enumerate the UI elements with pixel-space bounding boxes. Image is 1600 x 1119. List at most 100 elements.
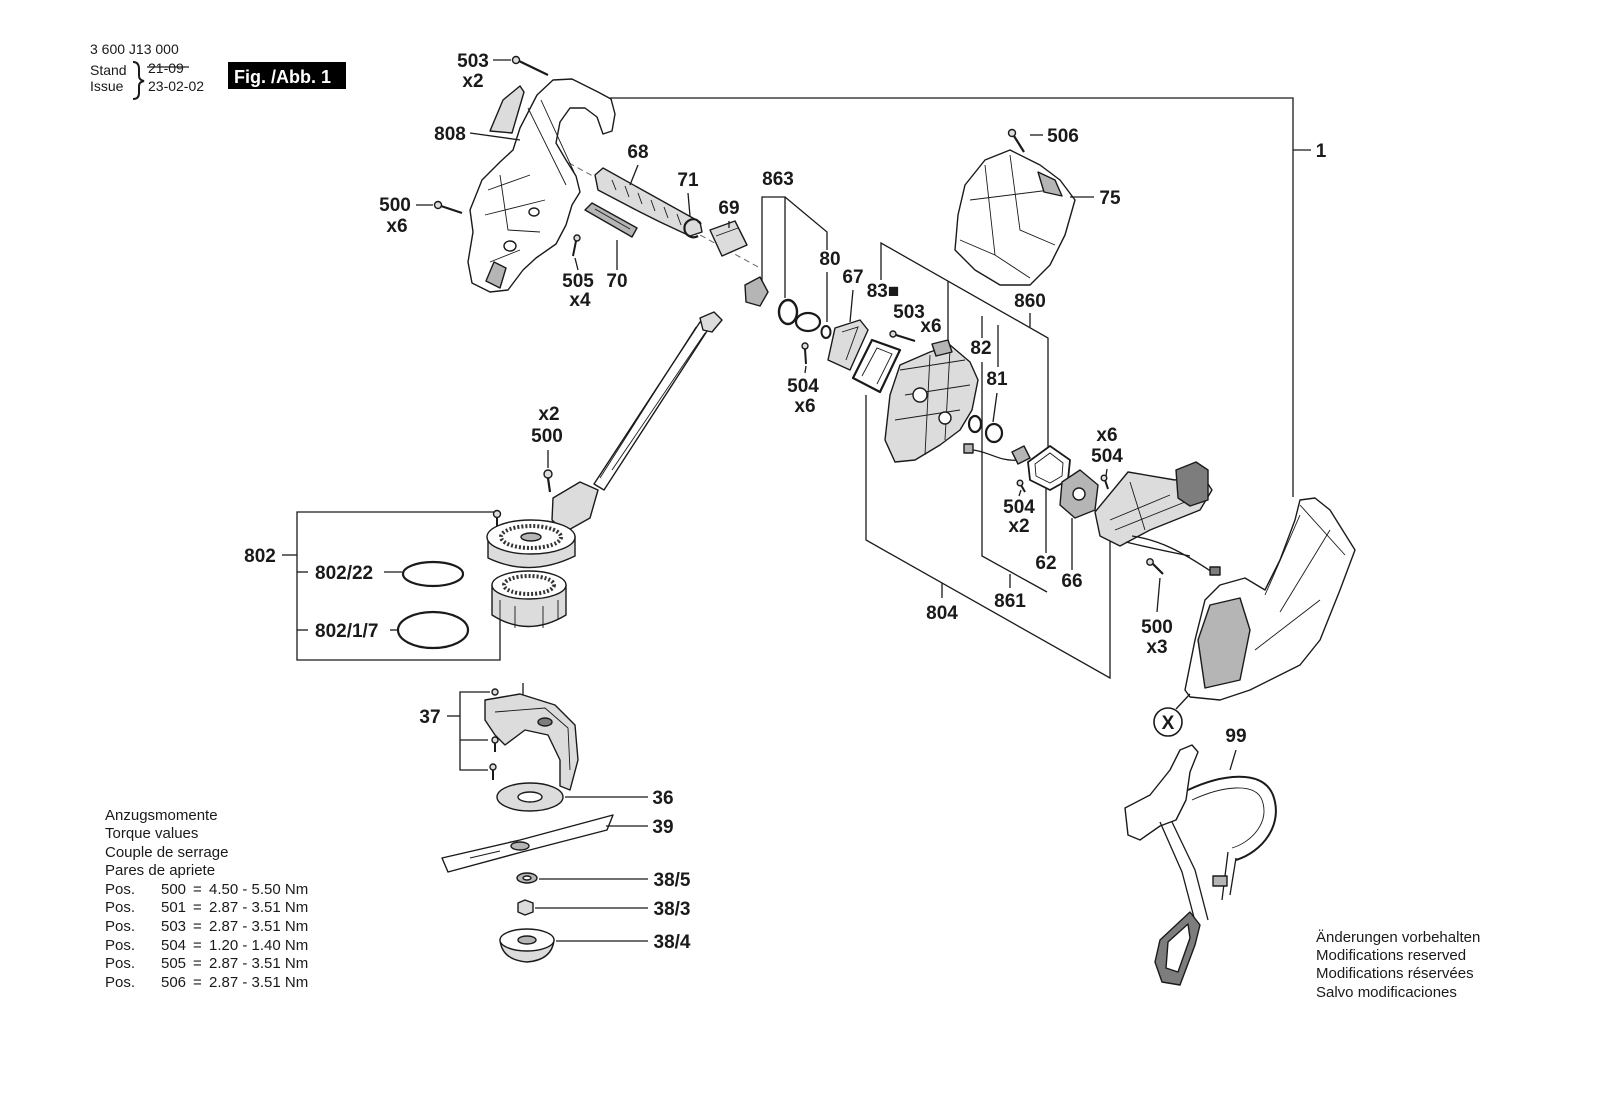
- figure-label-box: [228, 62, 346, 89]
- hip-pad-inner: [1165, 923, 1191, 973]
- lower-housing-half: [1184, 497, 1356, 701]
- motor-head-gear-teeth: [499, 524, 563, 550]
- callout-80: 80: [819, 249, 840, 270]
- document-number: 3 600 J13 000: [90, 41, 179, 57]
- torque-row-equals: =: [193, 918, 202, 935]
- o-ring-802-22: [401, 560, 465, 588]
- harness-loop-inner: [1191, 787, 1265, 849]
- shaft-end-bracket: [699, 311, 723, 333]
- shaft-tube: [593, 321, 710, 491]
- torque-row-pos: Pos.: [105, 899, 135, 916]
- holder-863: [744, 276, 769, 307]
- gear-housing-bore: [938, 411, 952, 425]
- torque-title-fr: Couple de serrage: [105, 844, 228, 861]
- callout-500-left-qty: x6: [386, 216, 407, 237]
- cap-38-4-hub: [517, 935, 537, 945]
- motor-head-lower-teeth: [502, 574, 556, 596]
- screw-shaft: [1104, 479, 1109, 490]
- callout-36: 36: [652, 788, 673, 809]
- gear-housing-bore: [912, 387, 928, 403]
- screw-500-head: [543, 469, 553, 493]
- torque-row-part: 500: [161, 881, 186, 898]
- wire-plug: [1209, 566, 1221, 576]
- callout-37: 37: [419, 707, 440, 728]
- screw-shaft: [1020, 484, 1026, 493]
- bracket-863: [761, 196, 786, 298]
- circuit-board-83-inner: [861, 347, 893, 385]
- stand-date: 21-09: [148, 60, 184, 76]
- leader-504-mid: [1018, 489, 1022, 497]
- curly-brace: [132, 61, 145, 100]
- callout-504-right: 504: [1091, 446, 1123, 467]
- disc-36-hub: [517, 791, 543, 803]
- torque-row-equals: =: [193, 974, 202, 991]
- small-ring-80: [820, 325, 832, 339]
- callout-808: 808: [434, 124, 466, 145]
- leader-99: [1229, 749, 1237, 771]
- torque-row-part: 505: [161, 955, 186, 972]
- callout-802-1-7: 802/1/7: [315, 621, 378, 642]
- housing-shell: [467, 78, 616, 293]
- notice-de: Änderungen vorbehalten: [1316, 929, 1480, 946]
- gear-housing-860: [884, 339, 979, 463]
- bracket-860: [880, 241, 1049, 455]
- housing-ribs: [484, 99, 575, 263]
- gear-housing-ribs: [894, 349, 971, 456]
- switch-block-edge: [715, 227, 739, 237]
- callout-503-mid: 503: [893, 302, 925, 323]
- callout-81: 81: [986, 369, 1008, 390]
- callout-500-left: 500: [379, 195, 411, 216]
- screw-505: [572, 234, 581, 257]
- screw-head: [543, 469, 553, 479]
- group-bracket-lines: [282, 97, 1311, 771]
- torque-row-range: 2.87 - 3.51 Nm: [209, 955, 308, 972]
- figure-label: Fig. /Abb. 1: [234, 67, 331, 87]
- torque-title-en: Torque values: [105, 825, 198, 842]
- ring-81: [984, 422, 1004, 444]
- screw-504-left: [801, 342, 809, 365]
- torque-row-part: 503: [161, 918, 186, 935]
- bracket-1: [610, 97, 1294, 497]
- washer-38-5-hole: [522, 875, 532, 881]
- callout-861: 861: [994, 591, 1026, 612]
- trigger-teeth: [611, 179, 682, 226]
- plate-66-hole: [1072, 487, 1086, 501]
- cover-shell: [954, 149, 1076, 286]
- screw-shaft: [572, 240, 577, 257]
- bracket-67-detail: [841, 326, 859, 361]
- callout-75: 75: [1099, 188, 1121, 209]
- callout-70: 70: [606, 271, 627, 292]
- screw-head: [433, 200, 443, 210]
- housing-grip-area: [1197, 597, 1251, 689]
- modification-notice: Änderungen vorbehalten Modifications res…: [1316, 929, 1480, 1001]
- screw-shaft: [895, 334, 916, 342]
- ring-82: [967, 414, 983, 434]
- issue-label: Issue: [90, 78, 124, 94]
- leader-504-right: [1105, 468, 1108, 477]
- housing-hole: [503, 240, 517, 252]
- screw-head: [1016, 479, 1024, 487]
- stand-label: Stand: [90, 62, 127, 78]
- screw-shaft: [1152, 563, 1164, 575]
- spring-clip-71: [683, 218, 702, 239]
- bracket-67: [827, 319, 869, 371]
- torque-row-range: 1.20 - 1.40 Nm: [209, 937, 308, 954]
- notice-es: Salvo modificaciones: [1316, 984, 1457, 1001]
- notice-en: Modifications reserved: [1316, 947, 1466, 964]
- torque-row-pos: Pos.: [105, 974, 135, 991]
- screw-head: [1007, 128, 1017, 138]
- blade-39-hub: [510, 841, 530, 851]
- sensor-cable: [972, 449, 1019, 461]
- harness-buckle: [1212, 875, 1228, 887]
- screw-503-mid: [889, 330, 916, 342]
- screw-head: [511, 55, 521, 65]
- guard: [484, 693, 579, 791]
- callout-503-mid-qty: x6: [920, 316, 941, 337]
- housing-foot: [485, 261, 507, 289]
- torque-row-pos: Pos.: [105, 937, 135, 954]
- upper-housing-half: [467, 78, 616, 293]
- guard-37: [484, 693, 579, 791]
- document-header: 3 600 J13 000 Stand 21-09 Issue 23-02-02…: [90, 41, 346, 100]
